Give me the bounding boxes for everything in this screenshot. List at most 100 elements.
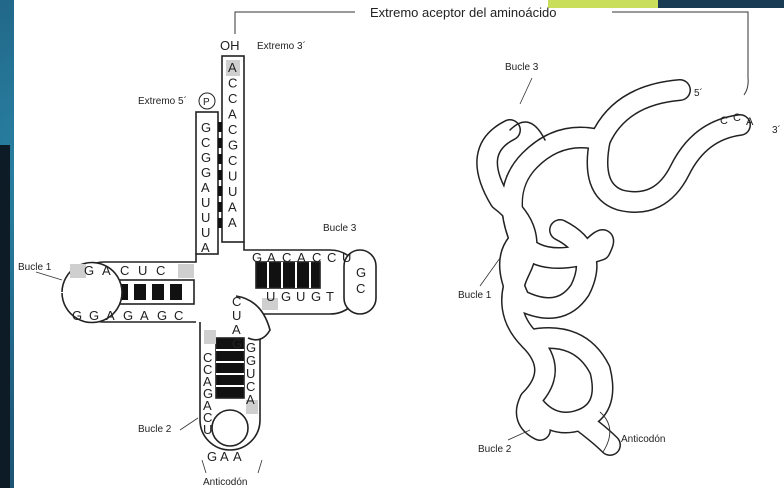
nucleotide: C [228, 91, 237, 106]
svg-text:C: C [733, 112, 741, 124]
nucleotide: T [326, 289, 334, 304]
nucleotide: U [138, 263, 147, 278]
nucleotide: U [228, 184, 237, 199]
tertiary-structure [476, 79, 751, 456]
cloverleaf-structure [61, 55, 377, 451]
nucleotide: G [311, 289, 321, 304]
svg-text:A: A [746, 116, 754, 128]
nucleotide: A [232, 322, 241, 337]
oh-label: OH [220, 38, 240, 53]
nucleotide: A [233, 449, 242, 464]
nucleotide: C [246, 379, 255, 394]
nucleotide: A [228, 107, 237, 122]
nucleotide: C [282, 250, 291, 265]
nucleotide: U [201, 195, 210, 210]
nucleotide: C [232, 294, 241, 309]
anticodon-bracket-right [599, 411, 611, 453]
nucleotide: A [102, 263, 111, 278]
accent-bar [548, 0, 658, 8]
nucleotide: A [201, 240, 210, 255]
loop3-label-right: Bucle 3 [505, 62, 539, 73]
edge-bar [0, 145, 10, 488]
tube-letters: C C A [720, 112, 754, 128]
nucleotide: G [281, 289, 291, 304]
nucleotide: A [220, 449, 229, 464]
nucleotide: A [106, 308, 115, 323]
loop1-label-right: Bucle 1 [458, 290, 492, 301]
nucleotide: A [140, 308, 149, 323]
nucleotide: G [157, 308, 167, 323]
nucleotide: G [89, 308, 99, 323]
loop2-label-left: Bucle 2 [138, 424, 172, 435]
nucleotide: C [120, 263, 129, 278]
loop1-label-left: Bucle 1 [18, 262, 52, 273]
nucleotide: C [312, 250, 321, 265]
nucleotide: C [201, 135, 210, 150]
svg-text:C: C [720, 115, 728, 127]
nucleotide: G [201, 120, 211, 135]
acceptor-bracket [234, 11, 749, 96]
nucleotide: U [342, 250, 351, 265]
nucleotide: A [228, 60, 237, 75]
loop3-pointer-right [519, 77, 533, 105]
three-prime-right: 3´ [772, 124, 781, 136]
nucleotide: G [203, 386, 213, 401]
nucleotide: C [228, 122, 237, 137]
nucleotide: G [84, 263, 94, 278]
accent-bar-dark [658, 0, 784, 8]
svg-text:P: P [203, 97, 210, 108]
acceptor-label: Extremo aceptor del aminoácido [370, 5, 556, 20]
nucleotide: C [327, 250, 336, 265]
shaded-segments [70, 60, 278, 414]
acceptor-pairs [218, 122, 222, 228]
end3-label: Extremo 3´ [257, 40, 306, 52]
end5-label: Extremo 5´ [138, 95, 187, 107]
nucleotide: G [228, 138, 238, 153]
nucleotide: G [207, 449, 217, 464]
nucleotide: G [246, 353, 256, 368]
nucleotide: G [232, 336, 242, 351]
nucleotide: U [201, 225, 210, 240]
nucleotide: U [201, 210, 210, 225]
nucleotide: C [228, 153, 237, 168]
anticodon-label-left: Anticodón [203, 477, 247, 488]
figure-panel [14, 0, 784, 488]
loop1-pointer-left [35, 271, 63, 281]
loop2-pointer-left [179, 417, 199, 431]
nucleotide: G [201, 165, 211, 180]
nucleotide: C [228, 76, 237, 91]
anticodon-label-right: Anticodón [621, 434, 665, 445]
nucleotide: A [297, 250, 306, 265]
five-prime-right: 5´ [694, 87, 703, 99]
nucleotide: U [228, 169, 237, 184]
loop3-label-left: Bucle 3 [323, 223, 357, 234]
nucleotide: A [246, 392, 255, 407]
nucleotide: C [156, 263, 165, 278]
nucleotide: G [72, 308, 82, 323]
nucleotide: G [252, 250, 262, 265]
nucleotide: C [203, 362, 212, 377]
loop1-pointer-right [479, 257, 501, 287]
nucleotide: C [203, 410, 212, 425]
nucleotide: A [201, 180, 210, 195]
loop2-label-right: Bucle 2 [478, 444, 512, 455]
nucleotide: C [356, 281, 365, 296]
nucleotide: U [203, 422, 212, 437]
phosphate-icon: P [198, 92, 216, 110]
nucleotide: U [296, 289, 305, 304]
nucleotide: U [232, 308, 241, 323]
nucleotide: A [203, 374, 212, 389]
nucleotide: A [203, 398, 212, 413]
nucleotide: G [246, 340, 256, 355]
loop2-pointer-right [507, 429, 531, 441]
nucleotide: G [201, 150, 211, 165]
nucleotide: C [203, 350, 212, 365]
anticodon-tick-left [201, 459, 263, 474]
nucleotide: U [266, 289, 275, 304]
nucleotide: G [356, 265, 366, 280]
nucleotide: C [174, 308, 183, 323]
nucleotide: A [228, 215, 237, 230]
nucleotide: A [228, 200, 237, 215]
